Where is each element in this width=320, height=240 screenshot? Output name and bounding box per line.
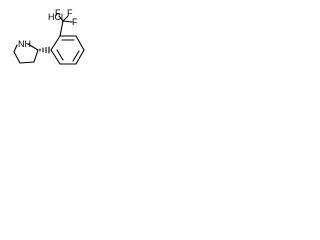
benzene-double-bond-2 [72, 50, 80, 62]
structure-canvas: HCl NH [0, 0, 93, 102]
nh-label: NH [18, 39, 31, 49]
bond-c-f-top-left [58, 15, 64, 22]
bond-c3-c4 [19, 61, 35, 64]
benzene-bond-4 [75, 49, 85, 65]
fluorine-label-right: F [72, 17, 78, 27]
bond-c-f-top-right [62, 15, 69, 22]
bond-c5-n [13, 44, 18, 53]
bond-c2-c3 [33, 49, 39, 63]
benzene-bond-6 [50, 49, 61, 65]
benzene-ring [50, 35, 85, 65]
hashed-wedge-bond [39, 46, 50, 54]
benzene-bond-1 [50, 35, 61, 51]
bond-c4-c5 [13, 51, 21, 64]
benzene-double-bond-3 [56, 49, 64, 61]
hcl-label: HCl [48, 12, 63, 22]
pyrrolidine-ring [13, 43, 39, 64]
bond-aryl-cf3 [59, 20, 64, 37]
fluorine-label-top-right: F [67, 8, 73, 18]
bond-n-c2 [27, 43, 39, 51]
trifluoromethyl-group: F F F [55, 8, 78, 37]
bond-c-f-right [62, 20, 73, 23]
benzene-bond-3 [75, 35, 85, 51]
fluorine-label-top-left: F [55, 8, 61, 18]
molecule-drawing: HCl NH [13, 8, 85, 65]
